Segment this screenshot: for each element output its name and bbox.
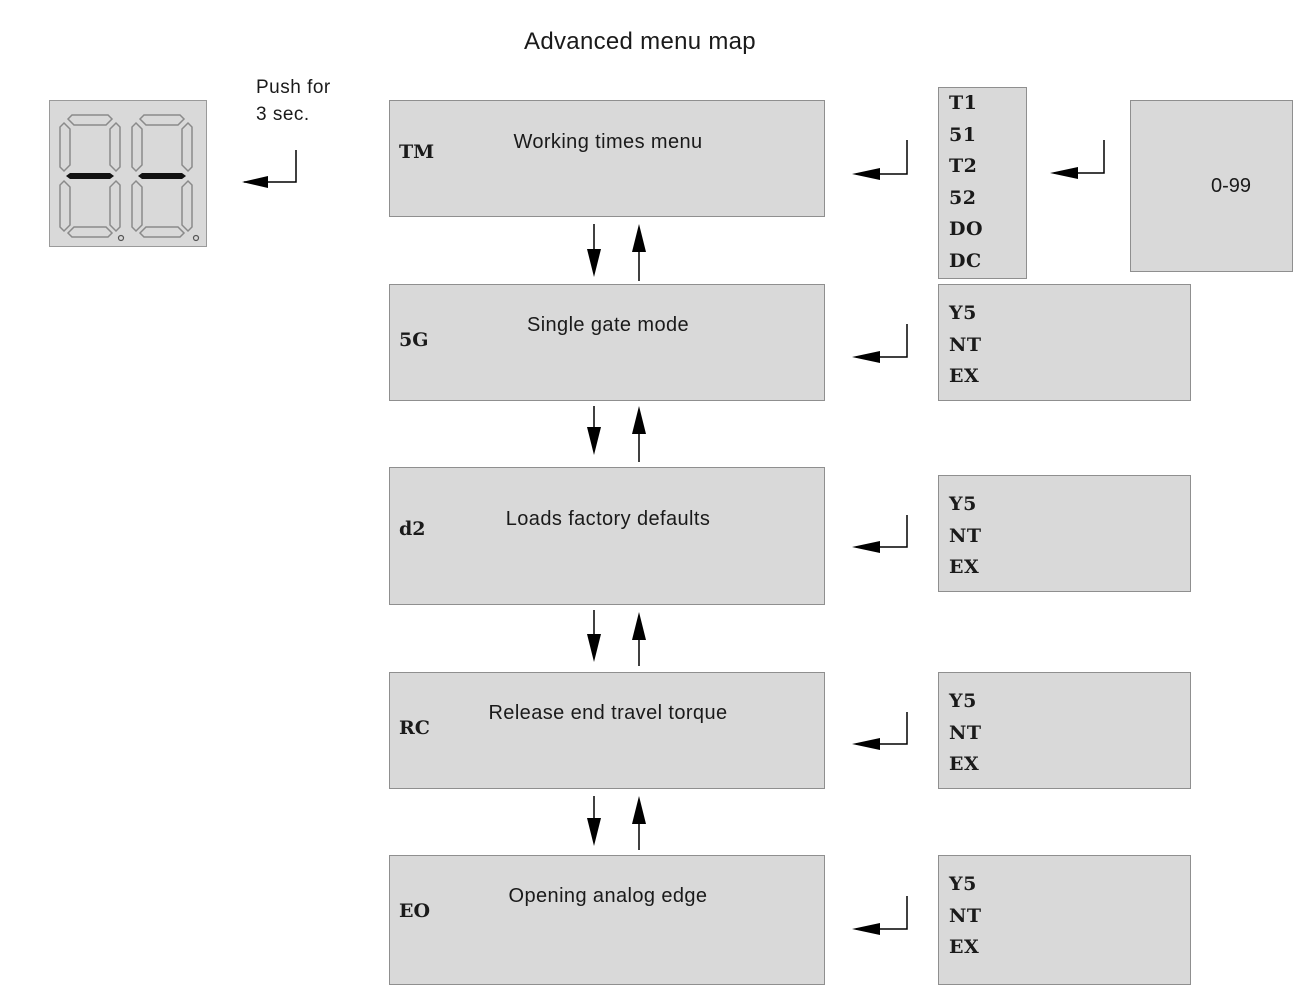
menu-code: TM: [399, 141, 435, 163]
menu-label: Loads factory defaults: [505, 508, 711, 530]
option-item[interactable]: Y5: [949, 873, 977, 895]
option-item[interactable]: 52: [949, 186, 977, 209]
option-item[interactable]: EX: [949, 753, 980, 775]
options-opening-analog-edge: Y5 NT EX: [938, 855, 1191, 985]
option-item[interactable]: EX: [949, 556, 980, 578]
nav-arrows-2: [587, 406, 646, 462]
enter-arrow-tm: [852, 140, 908, 180]
option-list: Y5 NT EX: [949, 489, 982, 584]
seven-segment-digits-icon: [59, 114, 200, 242]
push-instruction: Push for 3 sec.: [256, 74, 331, 128]
digit-right-middle-segment: [138, 173, 186, 179]
push-instruction-line-1: Push for: [256, 77, 331, 98]
enter-arrow-eo: [852, 896, 908, 935]
option-item[interactable]: Y5: [949, 302, 977, 324]
option-item[interactable]: 51: [949, 123, 977, 146]
enter-arrow-d2: [852, 515, 908, 553]
value-range-box[interactable]: 0-99: [1130, 100, 1293, 272]
enter-arrow-5g: [852, 324, 908, 363]
menu-box-end-travel-torque[interactable]: RC Release end travel torque: [389, 672, 825, 789]
option-item[interactable]: Y5: [949, 493, 977, 515]
option-list: Y5 NT EX: [949, 298, 982, 393]
push-instruction-line-2: 3 sec.: [256, 104, 310, 125]
menu-box-single-gate[interactable]: 5G Single gate mode: [389, 284, 825, 401]
enter-arrow-rc: [852, 712, 908, 750]
menu-code: RC: [399, 717, 430, 739]
menu-label: Release end travel torque: [488, 702, 728, 724]
option-item[interactable]: NT: [949, 721, 982, 744]
menu-code: d2: [399, 518, 426, 540]
option-item[interactable]: DO: [949, 218, 984, 240]
option-list: T1 51 T2 52 DO DC: [949, 88, 983, 277]
option-item[interactable]: EX: [949, 365, 980, 387]
diagram-title: Advanced menu map: [524, 28, 756, 55]
nav-arrows-4: [587, 796, 646, 850]
option-item[interactable]: Y5: [949, 690, 977, 712]
decimal-point-left: [117, 234, 125, 242]
menu-box-opening-analog-edge[interactable]: EO Opening analog edge: [389, 855, 825, 985]
options-single-gate: Y5 NT EX: [938, 284, 1191, 401]
menu-label: Single gate mode: [526, 314, 690, 336]
option-item[interactable]: NT: [949, 333, 982, 356]
seven-segment-display: [49, 100, 207, 247]
value-range-label: 0-99: [1210, 175, 1251, 197]
option-item[interactable]: EX: [949, 936, 980, 958]
menu-box-factory-defaults[interactable]: d2 Loads factory defaults: [389, 467, 825, 605]
digit-right: [131, 114, 193, 238]
nav-arrows-3: [587, 610, 646, 666]
option-item[interactable]: T2: [949, 155, 978, 177]
option-list: Y5 NT EX: [949, 869, 982, 964]
digit-left-middle-segment: [66, 173, 114, 179]
option-item[interactable]: NT: [949, 524, 982, 547]
menu-label: Working times menu: [513, 131, 703, 153]
decimal-point-right: [192, 234, 200, 242]
menu-code: 5G: [399, 329, 429, 351]
enter-arrow-values: [1050, 140, 1105, 179]
nav-arrows-1: [587, 224, 646, 281]
option-item[interactable]: T1: [949, 92, 978, 114]
option-list: Y5 NT EX: [949, 686, 982, 781]
menu-box-working-times[interactable]: TM Working times menu: [389, 100, 825, 217]
options-factory-defaults: Y5 NT EX: [938, 475, 1191, 592]
digit-left: [59, 114, 121, 238]
options-working-times: T1 51 T2 52 DO DC: [938, 87, 1027, 279]
enter-arrow-display: [242, 150, 297, 188]
option-item[interactable]: NT: [949, 904, 982, 927]
menu-code: EO: [399, 900, 431, 922]
menu-label: Opening analog edge: [508, 885, 708, 907]
option-item[interactable]: DC: [949, 249, 982, 272]
options-end-travel-torque: Y5 NT EX: [938, 672, 1191, 789]
